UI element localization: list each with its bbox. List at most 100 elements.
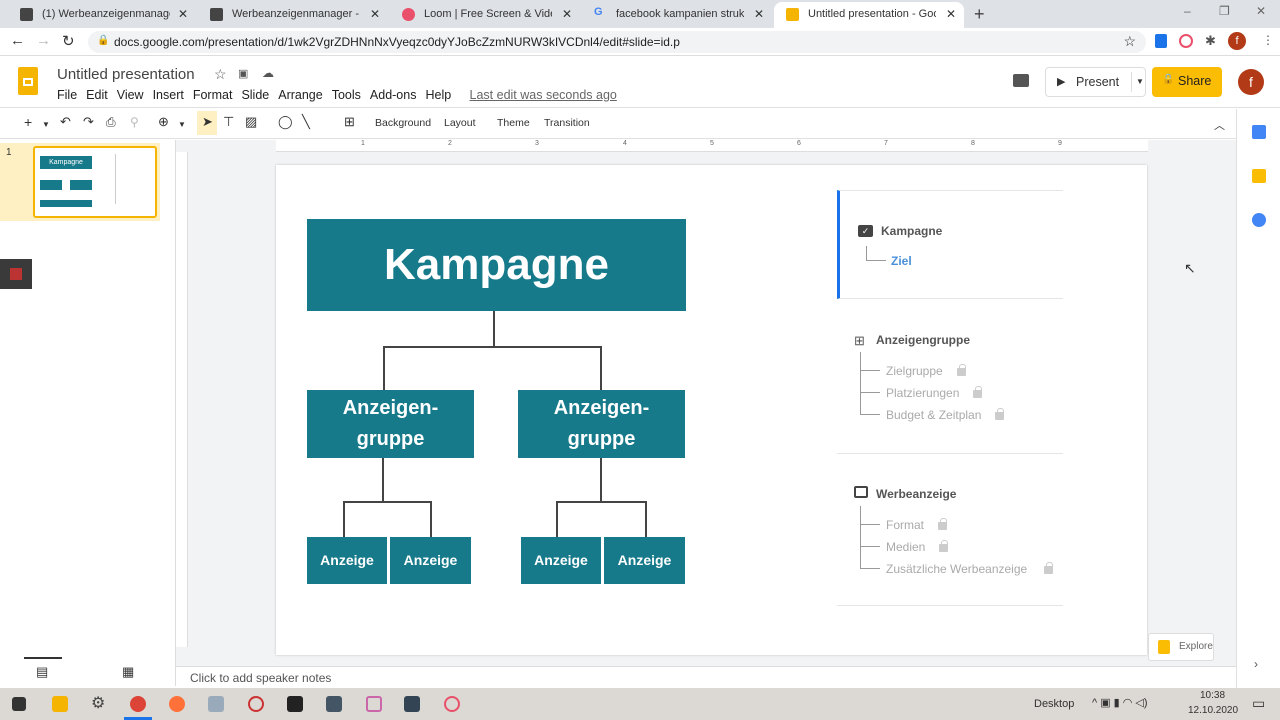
explore-button[interactable]: Explore xyxy=(1148,633,1214,661)
slide-thumbnail-selected[interactable]: 1 Kampagne xyxy=(0,143,160,221)
maximize-button[interactable]: ❐ xyxy=(1219,4,1230,18)
text-box-icon[interactable]: ⊤ xyxy=(223,114,235,129)
back-icon[interactable]: ← xyxy=(10,32,25,49)
close-tab-icon[interactable]: ✕ xyxy=(369,7,380,21)
browser-menu-icon[interactable]: ⋮ xyxy=(1262,33,1274,47)
app-icon[interactable] xyxy=(248,696,264,712)
user-avatar[interactable]: f xyxy=(1238,69,1264,95)
grid-view-icon[interactable]: ▦ xyxy=(122,664,135,679)
reload-icon[interactable]: ↻ xyxy=(62,33,75,50)
anzeige-box[interactable]: Anzeige xyxy=(604,537,685,584)
anzeigengruppe-box[interactable]: Anzeigen- gruppe xyxy=(518,390,685,458)
line-icon[interactable]: ╲ xyxy=(302,114,310,129)
windows-start-icon[interactable] xyxy=(12,697,26,711)
loom-recorder-widget[interactable] xyxy=(0,259,32,289)
select-tool-icon[interactable]: ➤ xyxy=(197,111,217,135)
menu-arrange[interactable]: Arrange xyxy=(278,88,323,102)
notifications-icon[interactable]: ▭ xyxy=(1252,695,1266,711)
clock-time[interactable]: 10:38 xyxy=(1200,690,1226,701)
presentation-title[interactable]: Untitled presentation xyxy=(57,66,195,83)
background-button[interactable]: Background xyxy=(375,117,432,129)
close-tab-icon[interactable]: ✕ xyxy=(753,7,764,21)
last-edit-link[interactable]: Last edit was seconds ago xyxy=(469,88,617,102)
new-tab-button[interactable]: + xyxy=(974,4,985,24)
image-icon[interactable]: ▨ xyxy=(245,114,258,129)
add-comment-icon[interactable]: ⊞ xyxy=(344,114,355,129)
app-icon[interactable] xyxy=(287,696,303,712)
transition-button[interactable]: Transition xyxy=(544,117,590,129)
clock-date[interactable]: 12.10.2020 xyxy=(1188,705,1239,716)
close-tab-icon[interactable]: ✕ xyxy=(561,7,572,21)
camera-icon[interactable] xyxy=(404,696,420,712)
slides-logo-icon[interactable] xyxy=(18,67,38,95)
extensions-puzzle-icon[interactable]: ✱ xyxy=(1205,33,1216,48)
tray-icons[interactable]: ^ ▣ ▮ ◠ ◁) xyxy=(1092,697,1148,709)
close-tab-icon[interactable]: ✕ xyxy=(945,7,956,21)
theme-button[interactable]: Theme xyxy=(497,117,530,129)
tasks-icon[interactable] xyxy=(1252,213,1266,227)
paint-format-icon[interactable]: ⚲ xyxy=(130,115,139,129)
url-input[interactable]: 🔒docs.google.com/presentation/d/1wk2VgrZ… xyxy=(88,31,1146,53)
present-button[interactable]: ▶Present▼ xyxy=(1045,67,1146,97)
keep-icon[interactable] xyxy=(1252,169,1266,183)
slide[interactable]: Kampagne Anzeigen- gruppe Anzeigen- grup… xyxy=(276,165,1147,655)
speaker-notes[interactable]: Click to add speaker notes xyxy=(176,666,1236,688)
expand-panel-icon[interactable]: › xyxy=(1254,657,1258,671)
new-slide-dropdown-icon[interactable]: ▼ xyxy=(42,120,50,129)
calendar-icon[interactable] xyxy=(1252,125,1266,139)
anzeige-box[interactable]: Anzeige xyxy=(390,537,471,584)
layout-button[interactable]: Layout xyxy=(444,117,476,129)
menu-view[interactable]: View xyxy=(116,88,144,102)
chrome-icon[interactable] xyxy=(130,696,146,712)
menu-slide[interactable]: Slide xyxy=(241,88,270,102)
kampagne-box[interactable]: Kampagne xyxy=(307,219,686,311)
menu-tools[interactable]: Tools xyxy=(331,88,361,102)
menu-format[interactable]: Format xyxy=(192,88,233,102)
file-explorer-icon[interactable] xyxy=(52,696,68,712)
calculator-icon[interactable] xyxy=(326,696,342,712)
menu-edit[interactable]: Edit xyxy=(86,88,108,102)
app-icon[interactable] xyxy=(366,696,382,712)
comments-icon[interactable] xyxy=(1013,74,1029,87)
firefox-icon[interactable] xyxy=(169,696,185,712)
loom-extension-icon[interactable] xyxy=(1179,34,1193,48)
minimize-button[interactable]: – xyxy=(1184,4,1191,18)
zoom-dropdown-icon[interactable]: ▼ xyxy=(178,120,186,129)
close-tab-icon[interactable]: ✕ xyxy=(177,7,188,21)
move-folder-icon[interactable]: ▣ xyxy=(238,68,249,80)
desktop-toolbar[interactable]: Desktop xyxy=(1034,698,1075,710)
new-slide-icon[interactable]: + xyxy=(24,114,33,130)
ziel-link[interactable]: Ziel xyxy=(891,254,912,268)
settings-gear-icon[interactable]: ⚙ xyxy=(91,695,106,712)
loom-icon xyxy=(402,8,415,21)
app-icon[interactable] xyxy=(208,696,224,712)
loom-icon[interactable] xyxy=(444,696,460,712)
menu-insert[interactable]: Insert xyxy=(152,88,184,102)
anzeige-box[interactable]: Anzeige xyxy=(521,537,601,584)
filmstrip-view-icon[interactable]: ▤ xyxy=(36,664,49,679)
menu-addons[interactable]: Add-ons xyxy=(369,88,417,102)
menu-help[interactable]: Help xyxy=(425,88,452,102)
bookmark-star-icon[interactable]: ☆ xyxy=(1123,33,1136,49)
print-icon[interactable]: ⎙ xyxy=(106,115,116,129)
anzeigengruppe-box[interactable]: Anzeigen- gruppe xyxy=(307,390,474,458)
forward-icon[interactable]: → xyxy=(36,32,51,49)
profile-avatar[interactable]: f xyxy=(1228,32,1246,50)
shape-icon[interactable]: ◯ xyxy=(278,114,293,129)
present-dropdown-icon[interactable]: ▼ xyxy=(1131,72,1144,92)
browser-tab[interactable]: Werbeanzeigenmanager - Werbe✕ xyxy=(198,2,388,28)
close-window-button[interactable]: ✕ xyxy=(1256,4,1267,18)
star-icon[interactable]: ☆ xyxy=(214,66,227,82)
redo-icon[interactable]: ↷ xyxy=(83,114,94,129)
share-button[interactable]: 🔒Share xyxy=(1152,67,1222,97)
browser-tab[interactable]: Loom | Free Screen & Video Rec✕ xyxy=(390,2,580,28)
anzeige-box[interactable]: Anzeige xyxy=(307,537,387,584)
undo-icon[interactable]: ↶ xyxy=(60,114,71,129)
extension-icon[interactable] xyxy=(1155,34,1167,48)
browser-tab-active[interactable]: Untitled presentation - Google S✕ xyxy=(774,2,964,28)
collapse-toolbar-icon[interactable]: ︿ xyxy=(1214,120,1225,132)
menu-file[interactable]: File xyxy=(57,88,78,102)
browser-tab[interactable]: (1) Werbeanzeigenmanager - We✕ xyxy=(8,2,196,28)
zoom-icon[interactable]: ⊕ xyxy=(158,114,169,129)
